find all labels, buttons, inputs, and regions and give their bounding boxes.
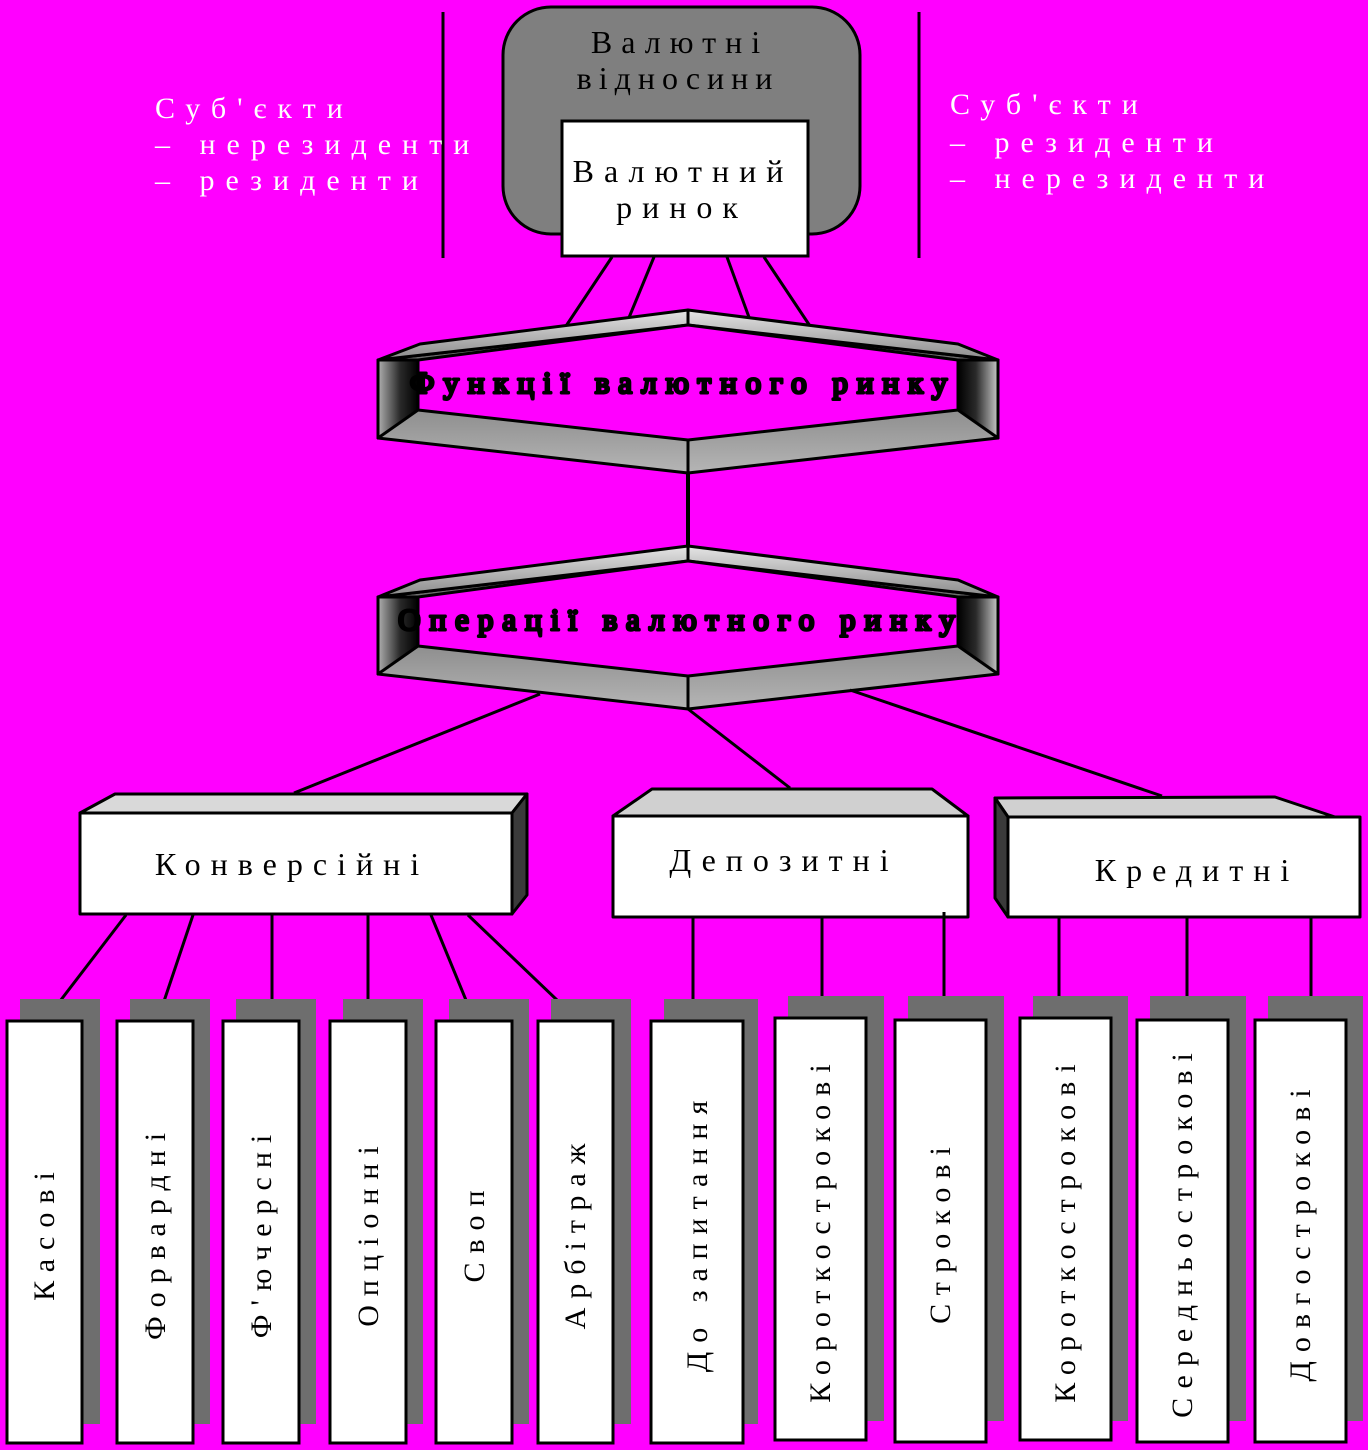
leaf-do-zapytannya: До запитання xyxy=(649,999,758,1445)
leaf-kasovi-label: Касові xyxy=(28,1163,61,1301)
currency-market-node: Валютний ринок xyxy=(560,119,810,258)
leaf-arbitrazh: Арбітраж xyxy=(536,999,631,1445)
leaf-kasovi: Касові xyxy=(5,999,100,1445)
subjects-left-heading: Суб'єкти xyxy=(155,92,354,125)
leaf-forvardni: Форвардні xyxy=(115,999,210,1445)
leaf-credit-korotkostrokovi: Короткострокові xyxy=(1018,996,1128,1442)
subjects-right-item-1: – резиденти xyxy=(949,126,1224,159)
leaf-strokovi: Строкові xyxy=(893,996,1004,1444)
leaf-serednostrokovi-label: Середньострокові xyxy=(1166,1044,1199,1418)
functions-label: Функції валютного ринку xyxy=(410,365,956,400)
category-conversion-label: Конверсійні xyxy=(155,846,429,882)
leaf-dovhostrokovi: Довгострокові xyxy=(1253,996,1363,1444)
leaf-deposit-korotkostrokovi-label: Короткострокові xyxy=(804,1055,837,1402)
leaf-fyuchersni-label: Ф'ючерсні xyxy=(245,1126,278,1338)
category-credit-label: Кредитні xyxy=(1095,852,1300,888)
subjects-left-item-1: – нерезиденти xyxy=(154,128,480,161)
subjects-right-heading: Суб'єкти xyxy=(950,88,1149,121)
category-deposit-label: Депозитні xyxy=(669,842,898,878)
operations-node: Операції валютного ринку xyxy=(376,544,1000,711)
leaf-fyuchersni: Ф'ючерсні xyxy=(221,999,316,1445)
leaf-svop: Своп xyxy=(434,999,529,1445)
leaf-arbitrazh-label: Арбітраж xyxy=(559,1135,592,1330)
leaf-strokovi-label: Строкові xyxy=(924,1138,957,1324)
category-conversion: Конверсійні xyxy=(78,792,529,916)
leaf-dovhostrokovi-label: Довгострокові xyxy=(1284,1080,1317,1381)
leaf-optsionni: Опціонні xyxy=(328,999,423,1445)
operations-label: Операції валютного ринку xyxy=(398,602,964,637)
leaf-serednostrokovi: Середньострокові xyxy=(1135,996,1246,1444)
connectors-market-to-functions xyxy=(564,256,812,327)
subjects-right-block: Суб'єкти – резиденти – нерезиденти xyxy=(949,88,1275,195)
category-credit: Кредитні xyxy=(993,795,1362,919)
leaf-credit-korotkostrokovi-label: Короткострокові xyxy=(1049,1055,1082,1402)
currency-relations-title-line2: відносини xyxy=(577,60,780,96)
currency-market-line1: Валютний xyxy=(573,153,794,189)
category-deposit: Депозитні xyxy=(611,787,970,919)
leaf-do-zapytannya-label: До запитання xyxy=(681,1092,714,1373)
leaf-optsionni-label: Опціонні xyxy=(352,1137,385,1327)
currency-market-line2: ринок xyxy=(616,189,748,225)
subjects-right-item-2: – нерезиденти xyxy=(949,162,1275,195)
leaf-deposit-korotkostrokovi: Короткострокові xyxy=(773,996,884,1442)
subjects-left-item-2: – резиденти xyxy=(154,164,429,197)
currency-relations-title-line1: Валютні xyxy=(591,24,769,60)
leaf-forvardni-label: Форвардні xyxy=(139,1124,172,1340)
connectors-operations-to-categories xyxy=(293,688,1163,798)
subjects-left-block: Суб'єкти – нерезиденти – резиденти xyxy=(154,92,480,197)
functions-node: Функції валютного ринку xyxy=(376,308,1000,475)
leaf-svop-label: Своп xyxy=(458,1181,491,1282)
